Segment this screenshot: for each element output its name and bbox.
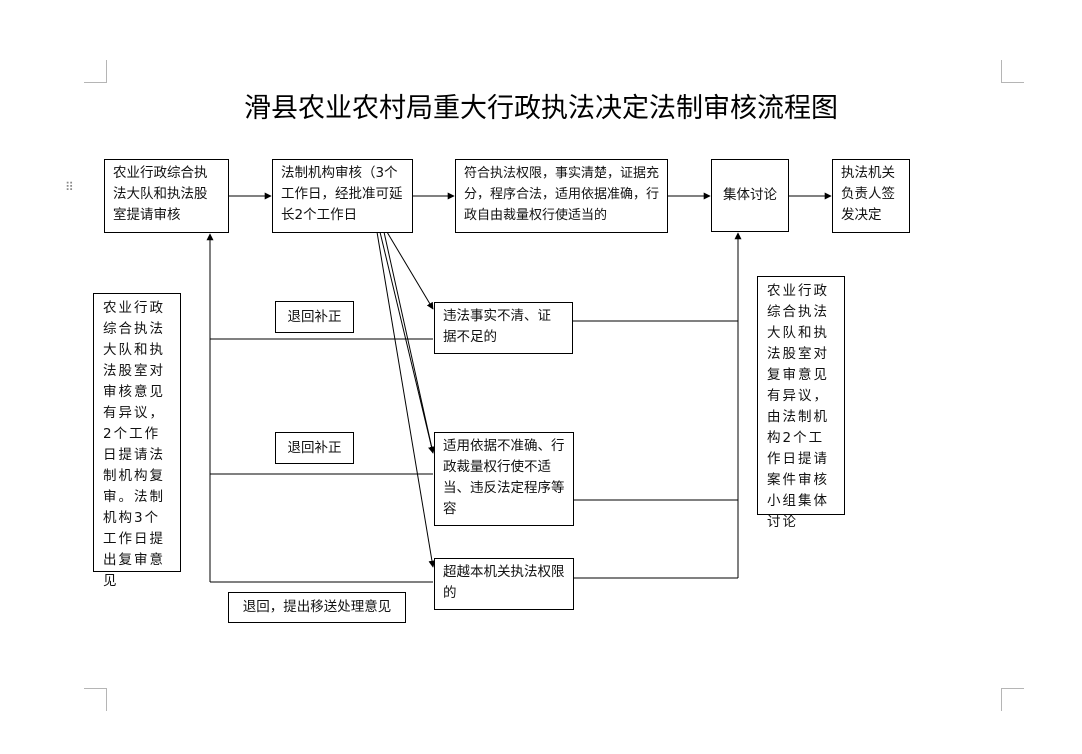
- return-label-1-text: 退回补正: [287, 308, 342, 325]
- return-label-3-text: 退回，提出移送处理意见: [242, 599, 392, 615]
- branch-authority-text: 超越本机关执法权限的: [443, 564, 565, 601]
- return-label-3: 退回，提出移送处理意见: [228, 592, 406, 623]
- step-submit-text: 农业行政综合执法大队和执法股室提请审核: [113, 165, 208, 223]
- return-label-1: 退回补正: [275, 301, 354, 333]
- page-title: 滑县农业农村局重大行政执法决定法制审核流程图: [244, 93, 838, 124]
- arrow-review-to-branch3: [376, 231, 436, 568]
- page-corner-mark-top-right: [1001, 60, 1024, 83]
- return-label-2: 退回补正: [275, 432, 354, 464]
- step-discussion-box: 集体讨论: [711, 159, 789, 232]
- drag-handle-icon[interactable]: ⠿: [65, 180, 75, 194]
- step-submit-box: 农业行政综合执法大队和执法股室提请审核: [104, 159, 229, 233]
- page-corner-mark-bottom-left: [84, 688, 107, 711]
- step-compliant-text: 符合执法权限，事实清楚，证据充分，程序合法，适用依据准确，行政自由裁量权行使适当…: [464, 166, 660, 223]
- right-collective-review-text: 农业行政综合执法大队和执法股室对复审意见有异议，由法制机构2个工作日提请案件审核…: [767, 283, 829, 530]
- step-sign-text: 执法机关负责人签发决定: [841, 165, 895, 223]
- step-discussion-text: 集体讨论: [723, 187, 777, 203]
- branch-authority-box: 超越本机关执法权限的: [434, 558, 574, 610]
- step-compliant-box: 符合执法权限，事实清楚，证据充分，程序合法，适用依据准确，行政自由裁量权行使适当…: [455, 159, 668, 233]
- return-label-2-text: 退回补正: [287, 439, 342, 456]
- branch-basis-text: 适用依据不准确、行政裁量权行使不适当、违反法定程序等容: [443, 438, 565, 517]
- arrow-review-to-branch2a: [383, 231, 436, 454]
- left-reconsideration-box: 农业行政综合执法大队和执法股室对审核意见有异议，2个工作日提请法制机构复审。法制…: [93, 293, 181, 589]
- step-sign-box: 执法机关负责人签发决定: [832, 159, 910, 233]
- arrow-review-to-branch1: [386, 231, 434, 310]
- branch-facts-text: 违法事实不清、证据不足的: [443, 308, 551, 345]
- step-review-box: 法制机构审核（3个工作日，经批准可延长2个工作日: [272, 159, 413, 233]
- left-reconsideration-text: 农业行政综合执法大队和执法股室对审核意见有异议，2个工作日提请法制机构复审。法制…: [103, 300, 165, 589]
- right-collective-review-box: 农业行政综合执法大队和执法股室对复审意见有异议，由法制机构2个工作日提请案件审核…: [757, 276, 845, 530]
- page-corner-mark-top-left: [84, 60, 107, 83]
- branch-basis-box: 适用依据不准确、行政裁量权行使不适当、违反法定程序等容: [434, 432, 574, 526]
- page-corner-mark-bottom-right: [1001, 688, 1024, 711]
- branch-facts-box: 违法事实不清、证据不足的: [434, 302, 573, 354]
- arrow-review-to-branch2b: [379, 231, 435, 454]
- step-review-text: 法制机构审核（3个工作日，经批准可延长2个工作日: [281, 165, 403, 223]
